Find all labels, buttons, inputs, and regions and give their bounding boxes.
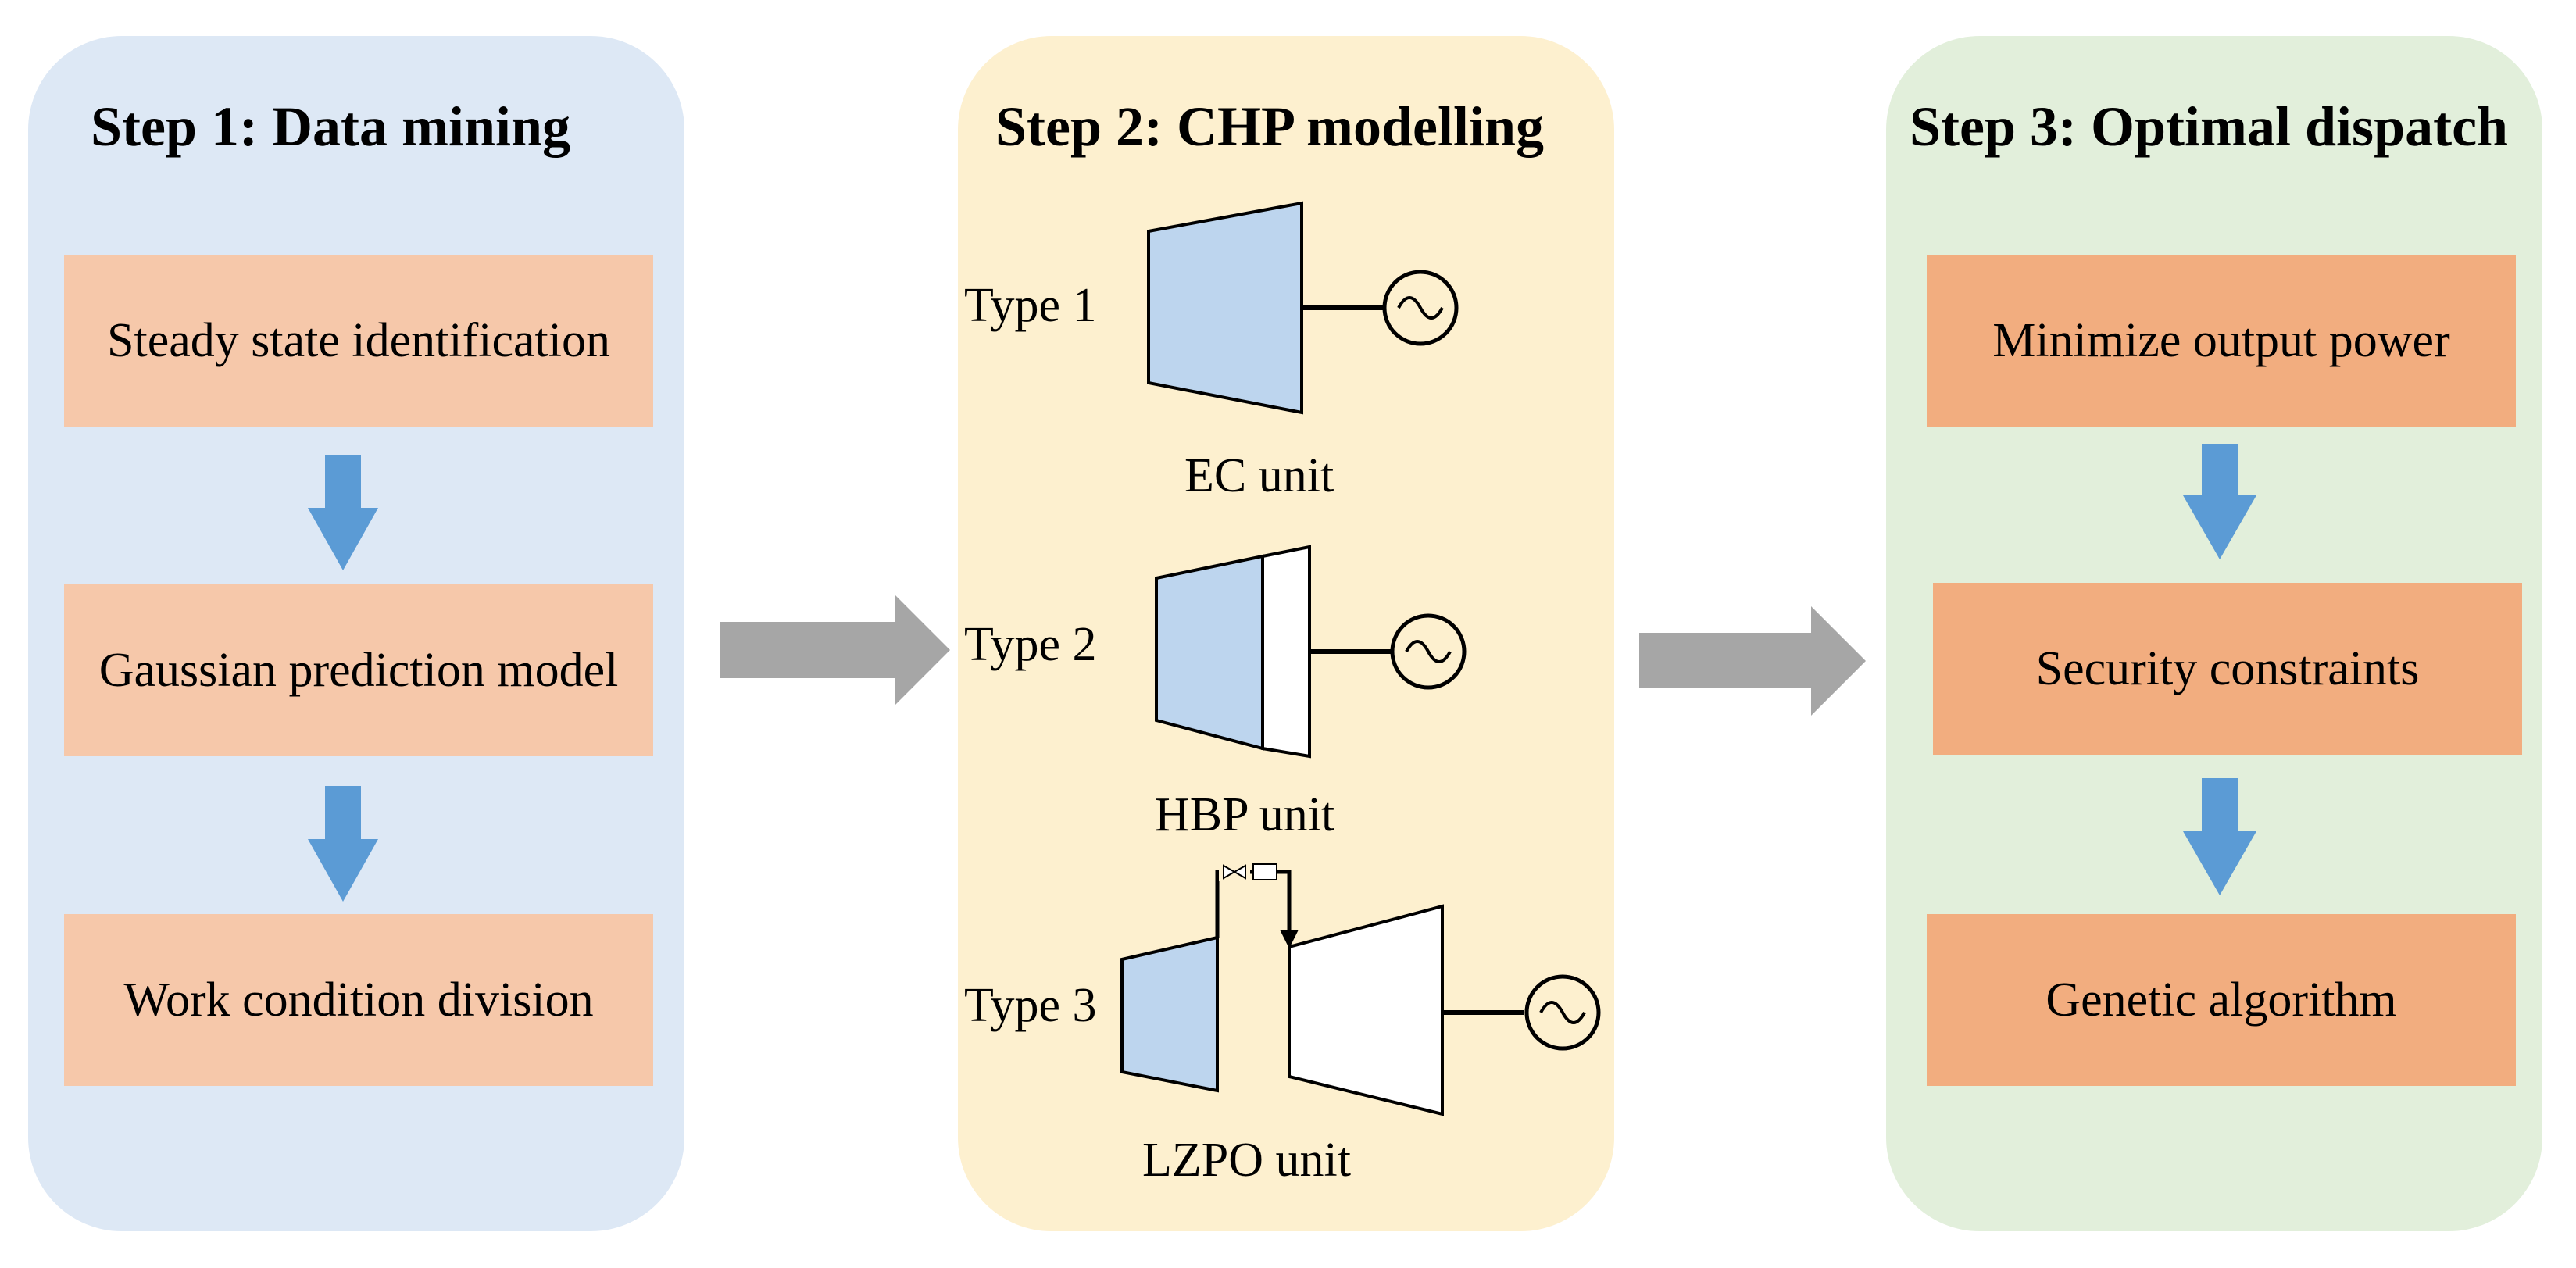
step2-title: Step 2: CHP modelling [995, 95, 1545, 158]
right-arrow-icon [720, 595, 950, 705]
down-arrow-icon [2183, 444, 2256, 559]
step3-box-genetic-algorithm: Genetic algorithm [1927, 914, 2516, 1086]
turbine-icon [1155, 554, 1264, 751]
turbine-icon [1147, 201, 1303, 415]
turbine-icon [1288, 904, 1444, 1116]
lzpo-unit-label: LZPO unit [1142, 1134, 1351, 1187]
steam-pipe [1215, 870, 1292, 938]
step1-box-steady-state: Steady state identification [64, 255, 653, 427]
type3-label: Type 3 [964, 979, 1097, 1032]
step3-title: Step 3: Optimal dispatch [1910, 95, 2509, 158]
step1-box-gaussian-model: Gaussian prediction model [64, 584, 653, 756]
turbine-icon [1120, 935, 1219, 1093]
step3-box-security-constraints: Security constraints [1933, 583, 2522, 755]
down-arrow-icon [2183, 778, 2256, 895]
right-arrow-icon [1639, 606, 1866, 716]
ac-wave [1539, 1001, 1586, 1024]
down-arrow-icon [308, 786, 378, 902]
type2-label: Type 2 [964, 618, 1097, 671]
ac-generator-icon [1524, 974, 1601, 1051]
down-arrow-icon [308, 455, 378, 570]
ac-generator-icon [1382, 270, 1459, 346]
ac-wave [1397, 296, 1444, 320]
step3-box-minimize-power: Minimize output power [1927, 255, 2516, 427]
ac-generator-icon [1390, 613, 1467, 690]
turbine-backpressure-section [1261, 545, 1311, 759]
step1-title: Step 1: Data mining [91, 95, 571, 158]
step1-box-work-condition: Work condition division [64, 914, 653, 1086]
ec-unit-label: EC unit [1184, 449, 1334, 502]
hbp-unit-label: HBP unit [1155, 788, 1335, 841]
ac-wave [1405, 640, 1452, 663]
valve-icon [1219, 863, 1277, 881]
type1-label: Type 1 [964, 279, 1097, 332]
arrow-head [1280, 930, 1299, 948]
